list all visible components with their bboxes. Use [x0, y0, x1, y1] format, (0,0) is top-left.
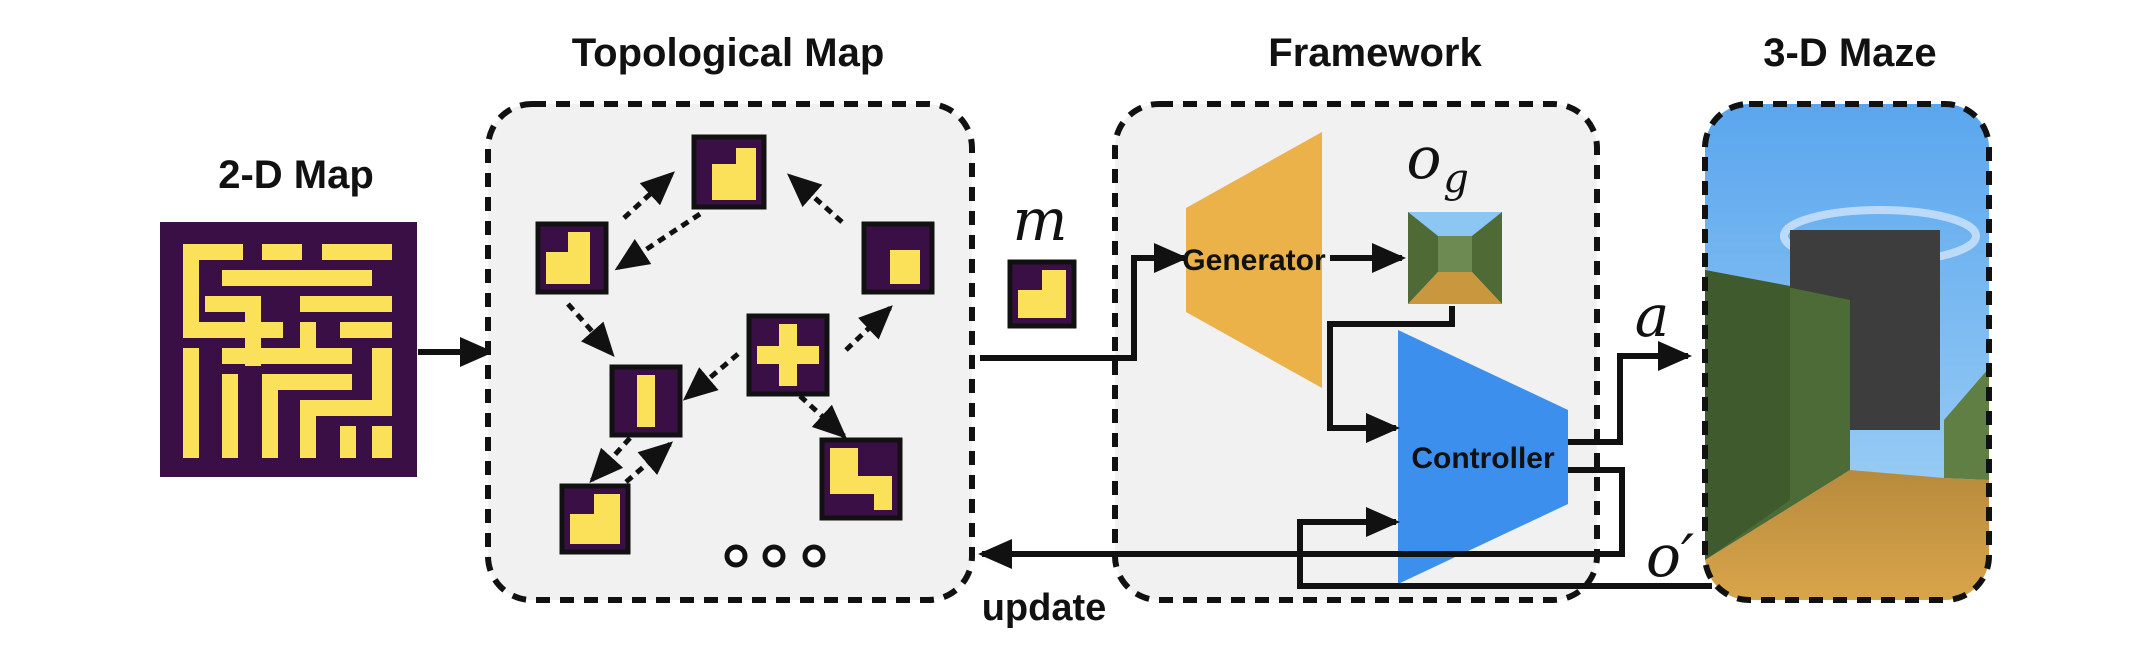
topo-node-cross	[746, 313, 830, 397]
flow-lines	[978, 243, 1712, 589]
svg-text:g: g	[1443, 156, 1469, 202]
controller-label: Controller	[1411, 442, 1555, 475]
title-3d-maze: 3-D Maze	[1763, 31, 1936, 75]
arrow-topo-to-generator	[980, 243, 1188, 361]
topo-edges	[566, 171, 893, 484]
generator-block	[1186, 132, 1322, 388]
symbol-o-g: o g	[1407, 124, 1469, 202]
arrow-controller-to-action	[1568, 341, 1692, 445]
maze-3d-frame	[1702, 101, 1992, 603]
topo-node-top	[691, 134, 767, 210]
topo-node-bottom-left	[559, 483, 631, 555]
maze-2d-map	[160, 222, 417, 477]
topo-ellipsis	[724, 544, 826, 568]
generator-label: Generator	[1182, 244, 1326, 277]
framework-panel	[1112, 101, 1600, 603]
symbol-m: m	[1013, 186, 1068, 254]
arrow-observation-to-controller	[1297, 507, 1712, 589]
arrow-og-to-controller	[1327, 306, 1455, 443]
symbol-o-prime: o′	[1646, 522, 1694, 590]
svg-text:o: o	[1407, 124, 1442, 192]
topo-node-right	[861, 221, 935, 295]
update-label: update	[982, 587, 1107, 629]
topo-node-bottom-right	[819, 437, 903, 521]
controller-block	[1398, 330, 1568, 584]
topo-node-left	[535, 221, 609, 295]
selected-map-node	[1007, 259, 1077, 329]
title-2d-map: 2-D Map	[218, 153, 374, 197]
maze-3d-view	[1705, 104, 1989, 600]
goal-observation-image	[1408, 212, 1502, 304]
topo-node-vertical	[609, 364, 683, 438]
title-framework: Framework	[1268, 31, 1482, 75]
symbol-a: a	[1635, 282, 1670, 350]
title-topological-map: Topological Map	[572, 31, 885, 75]
